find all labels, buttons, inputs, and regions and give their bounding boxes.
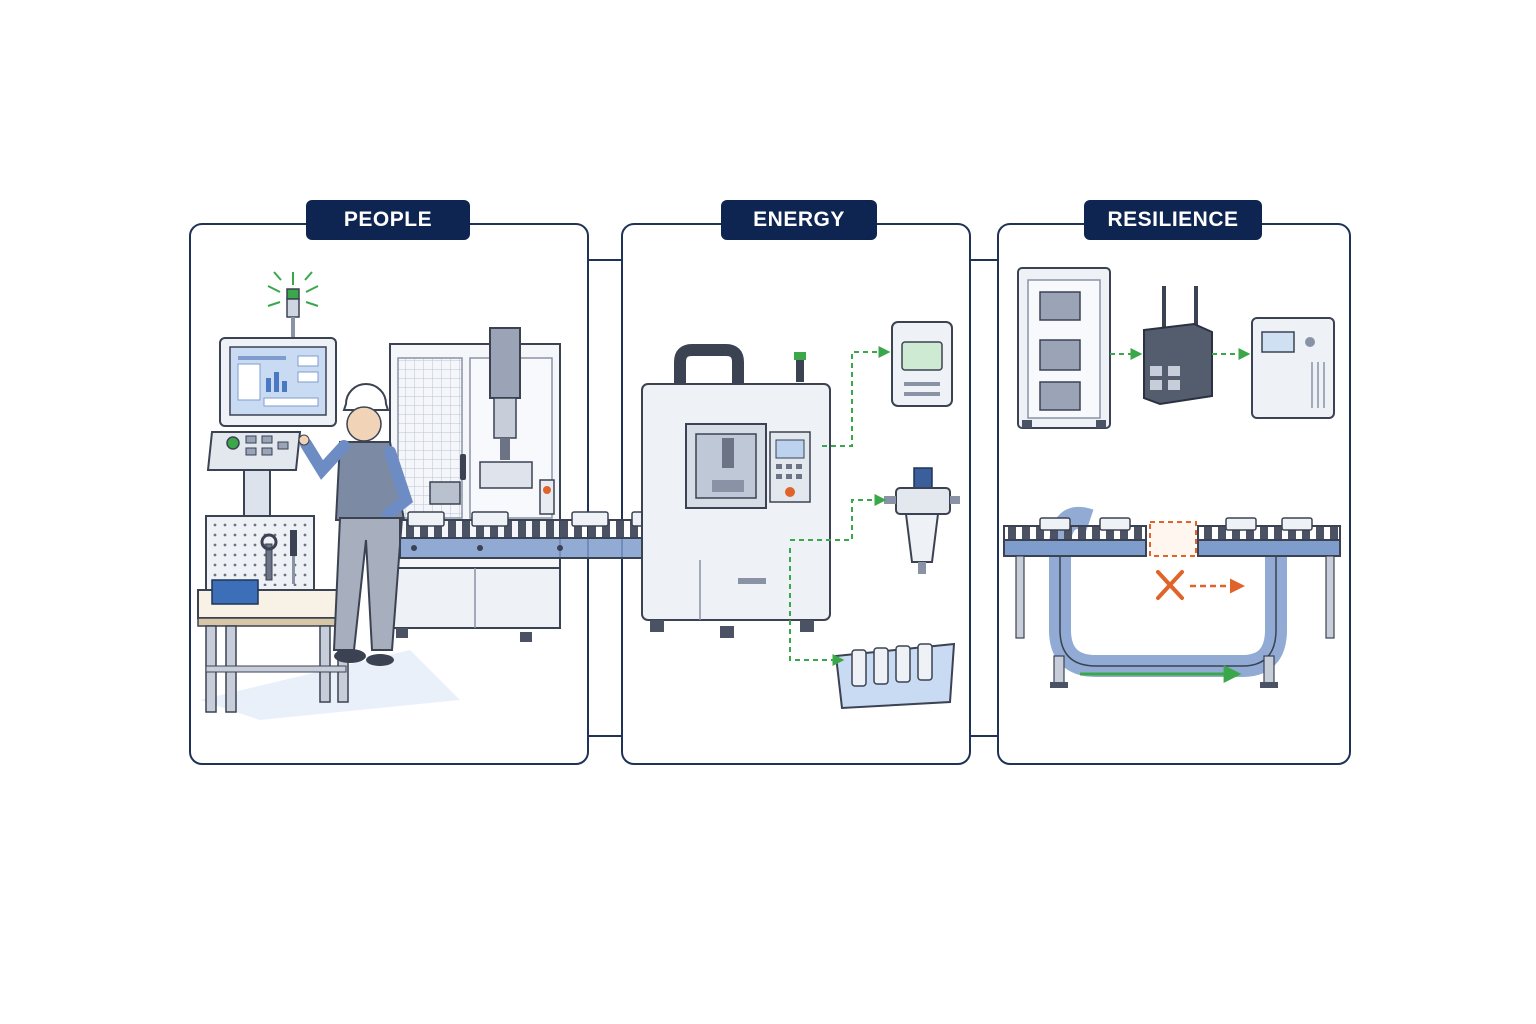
assembly-cell-icon — [389, 327, 561, 642]
gap-highlight — [1149, 521, 1197, 557]
energy-link-tray — [789, 548, 845, 666]
cnc-machine-icon — [641, 344, 831, 638]
resilience-scene — [1003, 267, 1341, 688]
operator-icon — [298, 383, 414, 666]
energy-scene — [641, 321, 960, 710]
power-meter-icon — [891, 321, 953, 407]
bypass-conveyor-icon — [1003, 507, 1341, 688]
stack-light-icon — [267, 271, 319, 339]
screwdriver-icon — [290, 530, 297, 584]
wrench-icon — [260, 533, 278, 581]
industrial-router-icon — [1143, 286, 1213, 406]
parts-tray-icon — [834, 642, 956, 710]
panel-title-resilience: RESILIENCE — [1084, 200, 1262, 240]
energy-link-air — [790, 494, 887, 541]
ups-unit-icon — [1251, 317, 1335, 419]
panel-title-energy: ENERGY — [721, 200, 877, 240]
blocked-path-icon — [1156, 570, 1184, 600]
control-cabinet-icon — [1017, 267, 1111, 429]
panel-title-people: PEOPLE — [306, 200, 470, 240]
people-scene — [197, 271, 561, 720]
air-filter-regulator-icon — [884, 467, 960, 574]
energy-link-meter — [822, 346, 891, 447]
